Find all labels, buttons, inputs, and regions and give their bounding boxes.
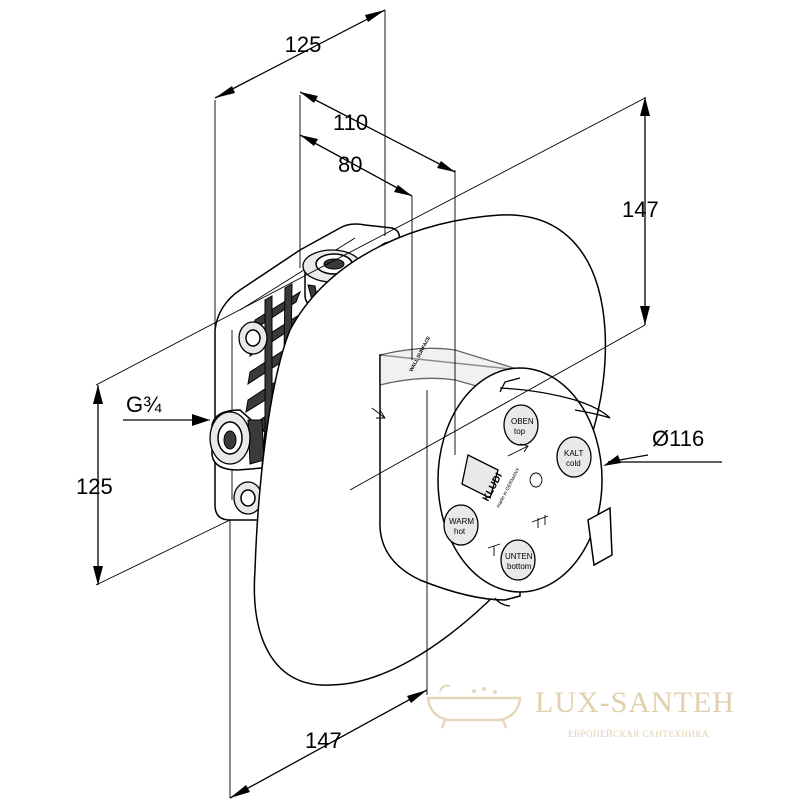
svg-text:cold: cold <box>566 459 581 468</box>
svg-text:top: top <box>514 427 526 436</box>
watermark-brand: LUX-SANTEH <box>535 686 735 719</box>
dimension-125-left: 125 <box>76 385 113 585</box>
dimension-80: 80 <box>300 135 412 196</box>
dimension-147-right: 147 <box>622 97 659 325</box>
bathtub-icon <box>428 686 520 728</box>
svg-text:110: 110 <box>333 110 368 135</box>
svg-text:KALT: KALT <box>564 449 584 458</box>
dimension-125-top: 125 <box>215 10 385 98</box>
dimension-110: 110 <box>300 92 455 172</box>
svg-text:125: 125 <box>285 32 322 57</box>
port-bottom: UNTEN bottom <box>501 540 535 580</box>
svg-text:80: 80 <box>338 152 362 177</box>
svg-text:OBEN: OBEN <box>511 417 534 426</box>
svg-text:125: 125 <box>76 474 113 499</box>
port-top: OBEN top <box>504 405 538 445</box>
watermark-tagline: ЕВРОПЕЙСКАЯ САНТЕХНИКА <box>568 729 709 739</box>
svg-text:Ø116: Ø116 <box>652 426 704 451</box>
svg-text:G¾: G¾ <box>126 392 162 417</box>
dimension-thread: G¾ <box>123 392 210 426</box>
dimension-147-bottom: 147 <box>230 690 427 798</box>
svg-text:147: 147 <box>305 728 342 753</box>
port-hot: WARM hot <box>444 505 478 545</box>
svg-text:147: 147 <box>622 197 659 222</box>
watermark: LUX-SANTEH ЕВРОПЕЙСКАЯ САНТЕХНИКА <box>428 686 735 739</box>
svg-text:UNTEN: UNTEN <box>505 552 533 561</box>
svg-text:bottom: bottom <box>507 562 532 571</box>
svg-text:WARM: WARM <box>449 517 474 526</box>
svg-text:hot: hot <box>454 527 466 536</box>
port-cold: KALT cold <box>557 437 591 477</box>
dimension-diameter: Ø116 <box>603 426 722 466</box>
mounting-lug-top-left <box>239 322 267 354</box>
